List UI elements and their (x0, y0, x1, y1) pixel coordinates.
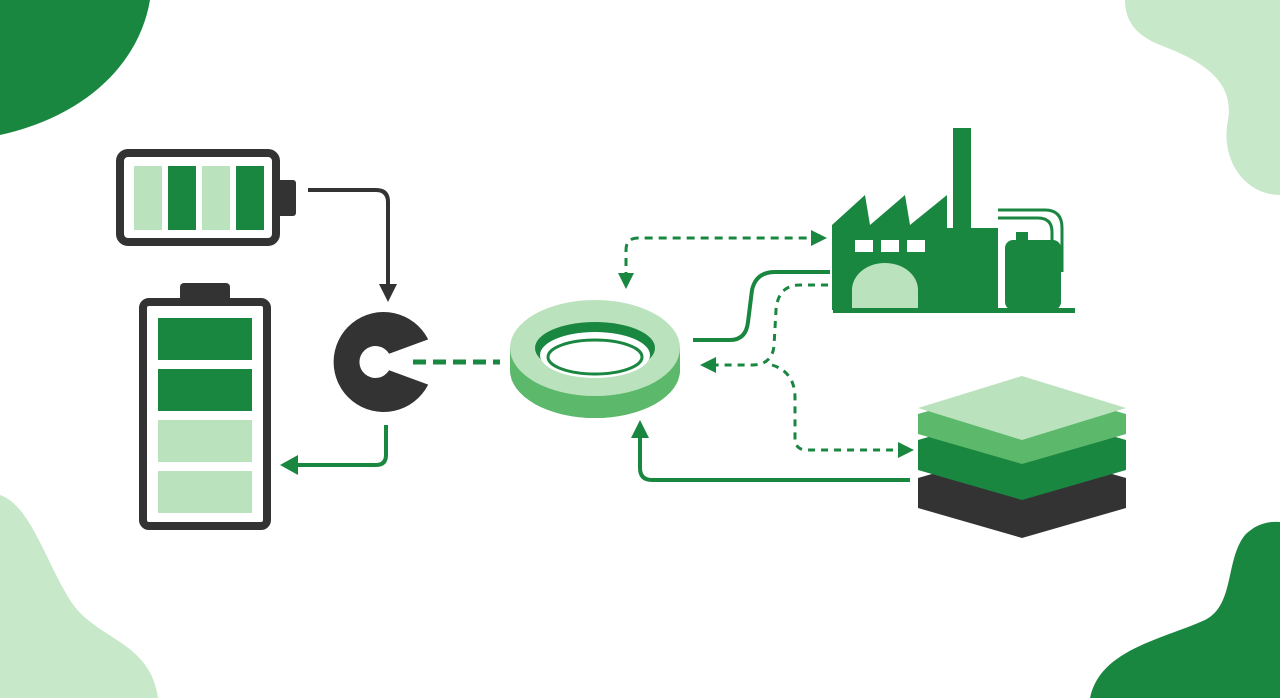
battery-vertical-icon (139, 283, 271, 530)
corner-blob-bottom-left (0, 495, 158, 698)
arrow-battery-to-c (308, 188, 393, 297)
corner-blob-bottom-right (1090, 521, 1280, 698)
c-ring-icon (333, 311, 429, 412)
corner-blob-top-left (0, 0, 150, 135)
factory-icon (832, 128, 1075, 313)
battery-cell (202, 166, 230, 230)
dashed-link-ring-factory-top (624, 236, 812, 280)
battery-cell (236, 166, 264, 230)
battery-cell (158, 420, 252, 462)
battery-cell (134, 166, 162, 230)
dashed-link-ring-to-layers (771, 363, 900, 452)
stacked-layers-icon (918, 376, 1126, 538)
corner-blob-top-right (1125, 0, 1280, 195)
arrow-c-to-battery (296, 425, 388, 467)
dashed-link-factory-to-ring (716, 283, 828, 367)
link-ring-to-factory (693, 270, 830, 342)
battery-cell (168, 166, 196, 230)
battery-horizontal-icon (116, 149, 296, 246)
battery-cell (158, 318, 252, 360)
battery-cell (158, 471, 252, 513)
link-layers-to-ring (638, 435, 910, 482)
ring-disc-icon (510, 300, 680, 418)
battery-cell (158, 369, 252, 411)
